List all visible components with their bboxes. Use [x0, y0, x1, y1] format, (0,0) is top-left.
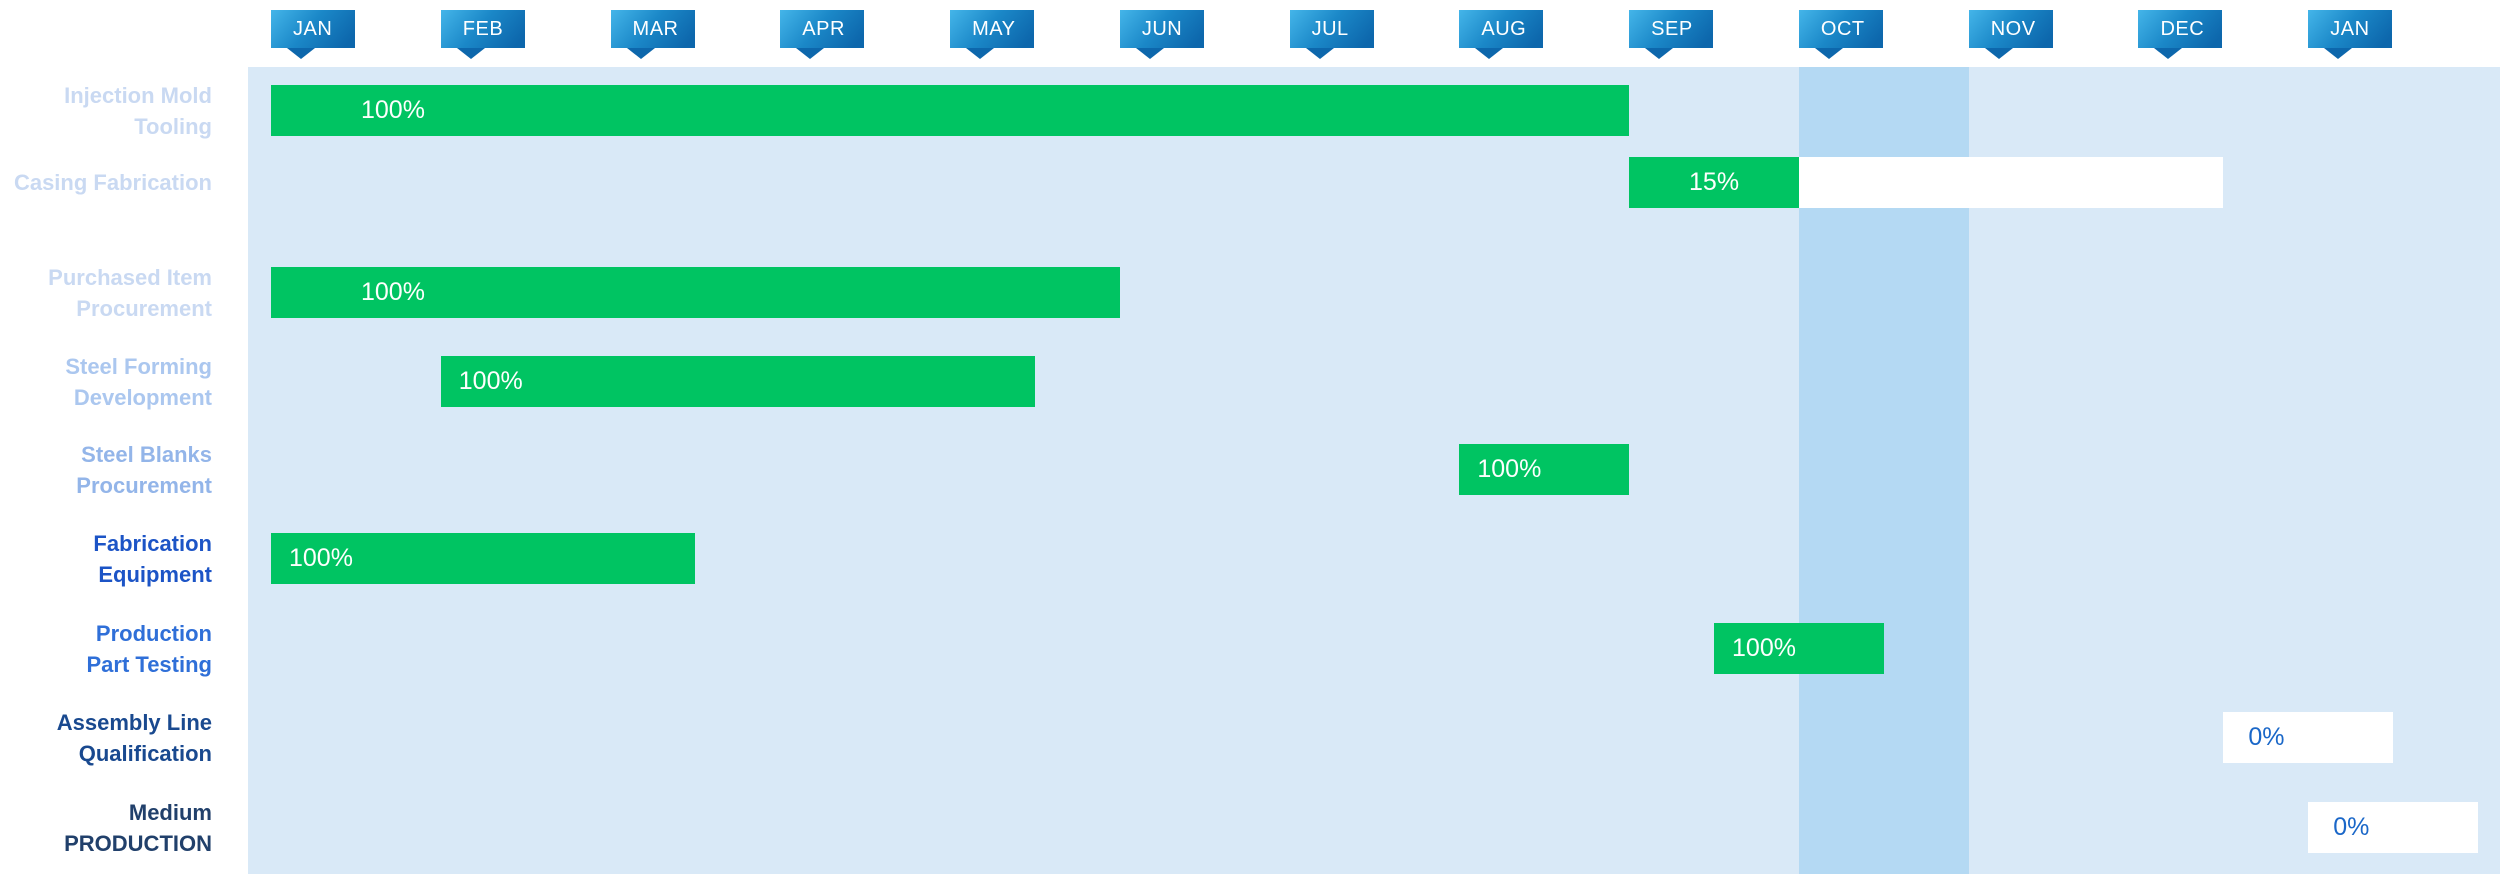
task-label-line: Injection Mold [64, 82, 212, 108]
task-label-line: Casing Fabrication [13, 170, 212, 195]
month-tag-pointer-icon [1814, 48, 1843, 59]
month-tag-apr: APR [780, 10, 865, 59]
task-label-line: Production [95, 620, 212, 646]
month-tag-jan-2: JAN [2308, 10, 2393, 59]
task-bar[interactable]: 15% [1629, 157, 1799, 208]
month-tag-label: SEP [1651, 18, 1693, 40]
month-tag-pointer-icon [1305, 48, 1334, 59]
month-tag-pointer-icon [2324, 48, 2353, 59]
month-tag-mar: MAR [610, 10, 695, 59]
task-label-line: Steel Blanks [81, 441, 212, 467]
month-tag-label: JAN [2330, 18, 2370, 40]
progress-percentage: 100% [361, 278, 425, 306]
task-bar[interactable]: 100% [440, 356, 1035, 407]
month-tag-jul: JUL [1289, 10, 1374, 59]
month-tag-label: NOV [1990, 18, 2036, 40]
progress-percentage: 100% [458, 367, 523, 395]
month-tag-label: FEB [462, 18, 504, 40]
task-label-line: Part Testing [86, 651, 212, 677]
month-tag-label: JUL [1311, 18, 1349, 40]
month-tag-label: JUN [1141, 18, 1183, 40]
month-tag-pointer-icon [966, 48, 995, 59]
task-label-line: Development [73, 384, 212, 410]
progress-percentage: 0% [2248, 723, 2285, 751]
progress-percentage: 100% [361, 96, 425, 124]
task-label-line: Assembly Line [56, 709, 212, 735]
month-tag-pointer-icon [1645, 48, 1674, 59]
month-tag-label: AUG [1481, 18, 1527, 40]
month-tag-jun: JUN [1119, 10, 1204, 59]
task-label-line: Equipment [98, 561, 212, 587]
task-bar-remainder[interactable] [1798, 157, 2224, 208]
month-tag-label: MAY [972, 18, 1016, 40]
progress-percentage: 100% [1477, 455, 1542, 483]
month-tag-dec: DEC [2138, 10, 2223, 59]
task-label-line: Medium [128, 799, 212, 825]
month-tag-nov: NOV [1968, 10, 2053, 59]
task-bar[interactable]: 0% [2223, 712, 2394, 763]
month-tag-label: JAN [293, 18, 333, 40]
month-tag-pointer-icon [1475, 48, 1504, 59]
task-bar[interactable]: 100% [271, 267, 1120, 318]
progress-percentage: 100% [289, 544, 353, 572]
task-label-line: Steel Forming [65, 353, 212, 379]
task-bar[interactable]: 100% [1714, 623, 1884, 674]
month-tag-label: DEC [2160, 18, 2205, 40]
task-bar[interactable]: 100% [271, 533, 696, 584]
month-tag-label: OCT [1820, 18, 1865, 40]
task-label-casing-fabrication: Casing Fabrication [0, 167, 212, 198]
month-tag-pointer-icon [626, 48, 655, 59]
month-tag-pointer-icon [2154, 48, 2183, 59]
month-tag-pointer-icon [1135, 48, 1164, 59]
month-tag-pointer-icon [1984, 48, 2013, 59]
month-tag-oct: OCT [1798, 10, 1883, 59]
month-tag-jan: JAN [271, 10, 355, 59]
progress-percentage: 15% [1689, 168, 1740, 196]
month-tag-may: MAY [950, 10, 1035, 59]
month-tag-aug: AUG [1459, 10, 1544, 59]
task-label-line: Fabrication [93, 530, 212, 556]
month-tag-label: APR [802, 18, 845, 40]
month-tag-pointer-icon [456, 48, 485, 59]
task-label-line: Qualification [78, 740, 212, 766]
month-tag-pointer-icon [287, 48, 315, 59]
month-tag-pointer-icon [796, 48, 825, 59]
month-tag-sep: SEP [1629, 10, 1714, 59]
task-bar[interactable]: 100% [271, 85, 1630, 136]
task-label-line: Procurement [76, 472, 212, 498]
month-tag-feb: FEB [440, 10, 525, 59]
task-bar[interactable]: 0% [2308, 802, 2478, 853]
progress-percentage: 0% [2333, 813, 2370, 841]
month-tag-label: MAR [632, 18, 679, 40]
task-label-line: Tooling [134, 113, 212, 139]
task-label-line: Procurement [76, 295, 212, 321]
task-label-line: PRODUCTION [64, 830, 212, 856]
task-bar[interactable]: 100% [1459, 444, 1630, 495]
progress-percentage: 100% [1732, 634, 1796, 662]
task-label-line: Purchased Item [48, 264, 212, 290]
